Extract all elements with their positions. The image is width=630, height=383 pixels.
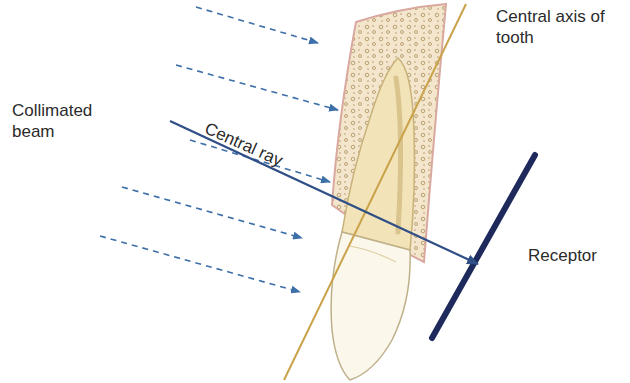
pulp-canal <box>396 78 401 232</box>
beam-rays <box>100 7 338 292</box>
axis-label: Central axis of tooth <box>496 6 608 49</box>
beam-label: Collimated beam <box>12 100 112 143</box>
cej-line <box>350 246 396 262</box>
ray-label: Central ray <box>201 118 286 171</box>
receptor-plate <box>432 155 535 338</box>
receptor-label: Receptor <box>528 245 597 266</box>
tooth-crown <box>331 232 410 380</box>
tooth-root <box>342 58 415 250</box>
